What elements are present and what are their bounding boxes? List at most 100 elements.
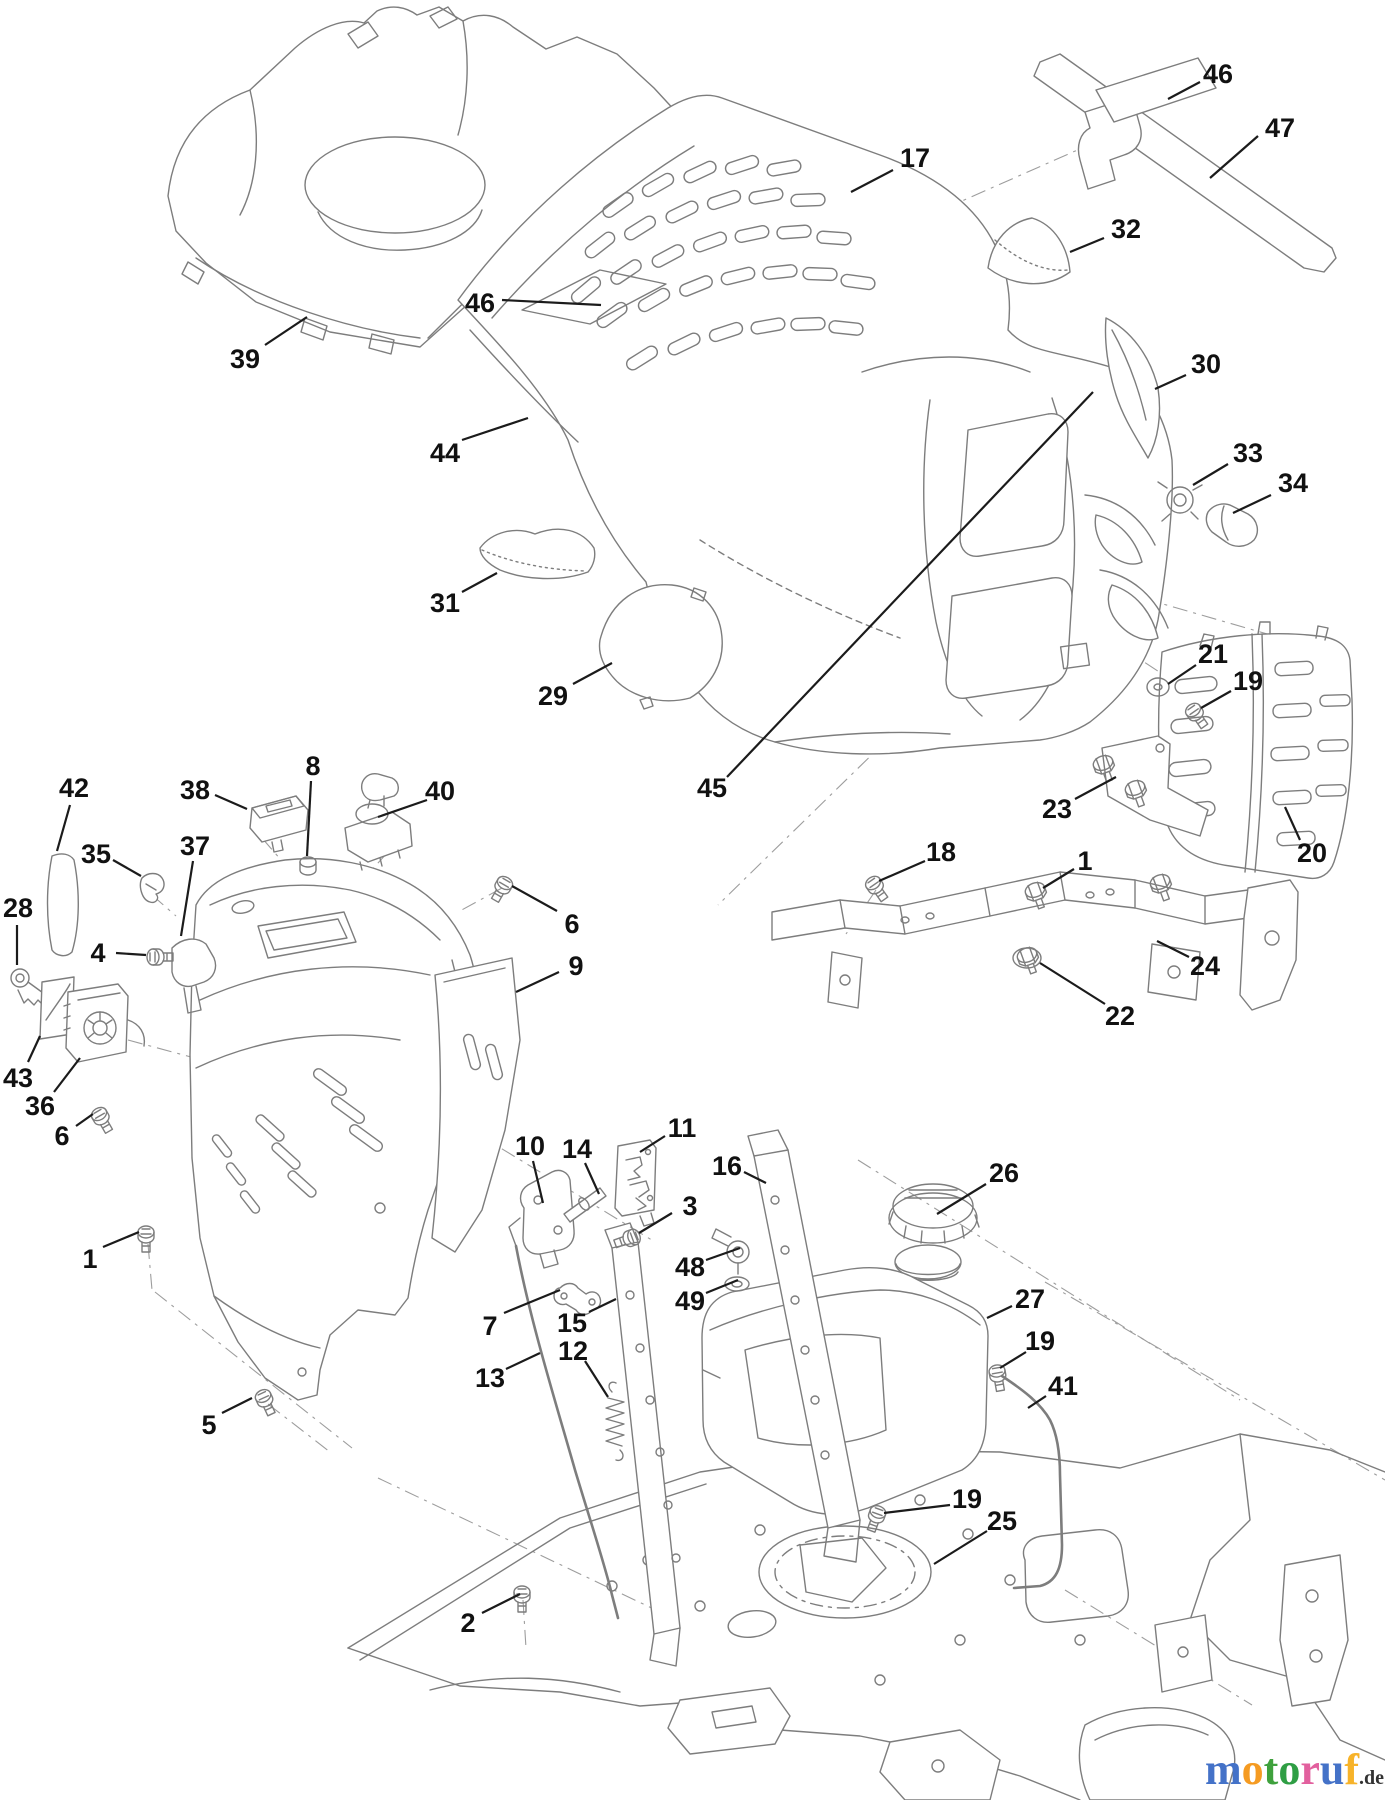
part-4-screw [146, 948, 174, 966]
part-31-side-scoop-left [479, 528, 596, 580]
logo-letter-o: o [1278, 1745, 1301, 1794]
callout-leader-3 [638, 1212, 673, 1234]
callout-leader-29 [572, 662, 613, 685]
callout-number-1: 1 [1077, 846, 1092, 876]
callout-number-8: 8 [305, 751, 320, 781]
callout-number-28: 28 [3, 893, 33, 923]
callout-leader-18 [878, 859, 926, 883]
callout-number-27: 27 [1015, 1284, 1045, 1314]
callout-leader-22 [1039, 962, 1106, 1005]
part-34-bulb [1205, 503, 1259, 547]
callout-number-18: 18 [926, 837, 956, 867]
callout-number-14: 14 [562, 1134, 592, 1164]
callout-number-13: 13 [475, 1363, 505, 1393]
part-29-headlight-lens [598, 584, 723, 710]
callout-number-12: 12 [558, 1336, 588, 1366]
part-12-spring [605, 1381, 625, 1462]
part-15-support-strap [604, 1222, 681, 1667]
callout-leader-43 [27, 1035, 41, 1063]
callout-number-48: 48 [675, 1252, 705, 1282]
callout-leader-46 [501, 298, 602, 307]
part-41-wire-rod [1000, 1374, 1064, 1590]
callout-number-5: 5 [201, 1410, 216, 1440]
motoruf-wordmark: motoruf [1205, 1745, 1359, 1794]
callout-number-33: 33 [1233, 438, 1263, 468]
part-9-side-panel [431, 957, 521, 1253]
callout-number-45: 45 [697, 773, 727, 803]
callout-leader-8 [305, 780, 313, 857]
callout-leader-20 [1283, 806, 1302, 841]
callout-leader-13 [505, 1352, 541, 1370]
part-23-headlight-bracket [1090, 735, 1209, 837]
callout-leader-6 [511, 885, 558, 912]
part-8-cap [299, 856, 317, 876]
callout-number-24: 24 [1190, 951, 1220, 981]
part-33-bulb-socket [1157, 481, 1203, 522]
part-42-trim-strip [46, 853, 79, 957]
callout-number-29: 29 [538, 681, 568, 711]
callout-leader-44 [461, 416, 529, 442]
callout-leader-35 [112, 859, 142, 877]
callout-leader-30 [1154, 373, 1187, 391]
part-40-ignition-switch [344, 773, 413, 871]
callout-number-43: 43 [3, 1063, 33, 1093]
callout-number-1: 1 [82, 1244, 97, 1274]
callout-number-23: 23 [1042, 794, 1072, 824]
callout-number-40: 40 [425, 776, 455, 806]
callout-number-37: 37 [180, 831, 210, 861]
logo-letter-t: t [1263, 1745, 1279, 1794]
callout-leader-9 [515, 971, 560, 993]
callout-leader-39 [264, 316, 308, 346]
callout-leader-21 [1167, 664, 1197, 685]
part-9-console [189, 857, 479, 1401]
callout-leader-37 [179, 860, 195, 937]
callout-leader-14 [583, 1162, 601, 1195]
hood-vent-slots [570, 154, 876, 371]
part-35-clip [139, 872, 165, 904]
callout-number-6: 6 [564, 909, 579, 939]
callout-number-15: 15 [557, 1308, 587, 1338]
logo-letter-r: r [1300, 1745, 1320, 1794]
callout-leader-19 [883, 1503, 951, 1515]
callout-number-20: 20 [1297, 838, 1327, 868]
part-16-support-strap [747, 1129, 861, 1563]
callout-leader-48 [705, 1246, 741, 1262]
callout-leader-40 [377, 798, 428, 819]
part-20-grille [1157, 621, 1354, 880]
callout-number-17: 17 [900, 143, 930, 173]
callout-number-39: 39 [230, 344, 260, 374]
callout-leader-17 [850, 169, 894, 193]
callout-number-36: 36 [25, 1091, 55, 1121]
part-26-fuel-cap [888, 1183, 980, 1244]
callout-leader-25 [933, 1530, 988, 1565]
callout-leader-47 [1209, 135, 1259, 179]
part-21-washer [1146, 677, 1170, 697]
callout-leader-15 [588, 1298, 617, 1313]
callout-leader-32 [1069, 236, 1105, 254]
callout-leader-2 [481, 1593, 521, 1614]
callout-leader-33 [1192, 463, 1229, 486]
callout-number-19: 19 [952, 1484, 982, 1514]
callout-leader-49 [705, 1278, 739, 1295]
part-36-interlock-module [63, 983, 146, 1063]
callout-number-6: 6 [54, 1121, 69, 1151]
callout-number-3: 3 [682, 1191, 697, 1221]
console-vent-slots [211, 1068, 384, 1214]
callout-leader-26 [936, 1183, 987, 1215]
callout-leader-4 [115, 951, 147, 957]
part-2-screw [513, 1585, 531, 1613]
callout-number-42: 42 [59, 773, 89, 803]
part-14-pin [563, 1187, 607, 1223]
callout-leader-19 [999, 1351, 1027, 1369]
motoruf-logo: motoruf.de [1198, 1744, 1384, 1795]
callout-number-10: 10 [515, 1131, 545, 1161]
part-37-lever [171, 938, 217, 1014]
callout-number-19: 19 [1025, 1326, 1055, 1356]
logo-letter-u: u [1319, 1745, 1345, 1794]
callout-leader-23 [1074, 776, 1117, 800]
logo-letter-o: o [1241, 1745, 1264, 1794]
callout-leader-24 [1156, 940, 1190, 958]
